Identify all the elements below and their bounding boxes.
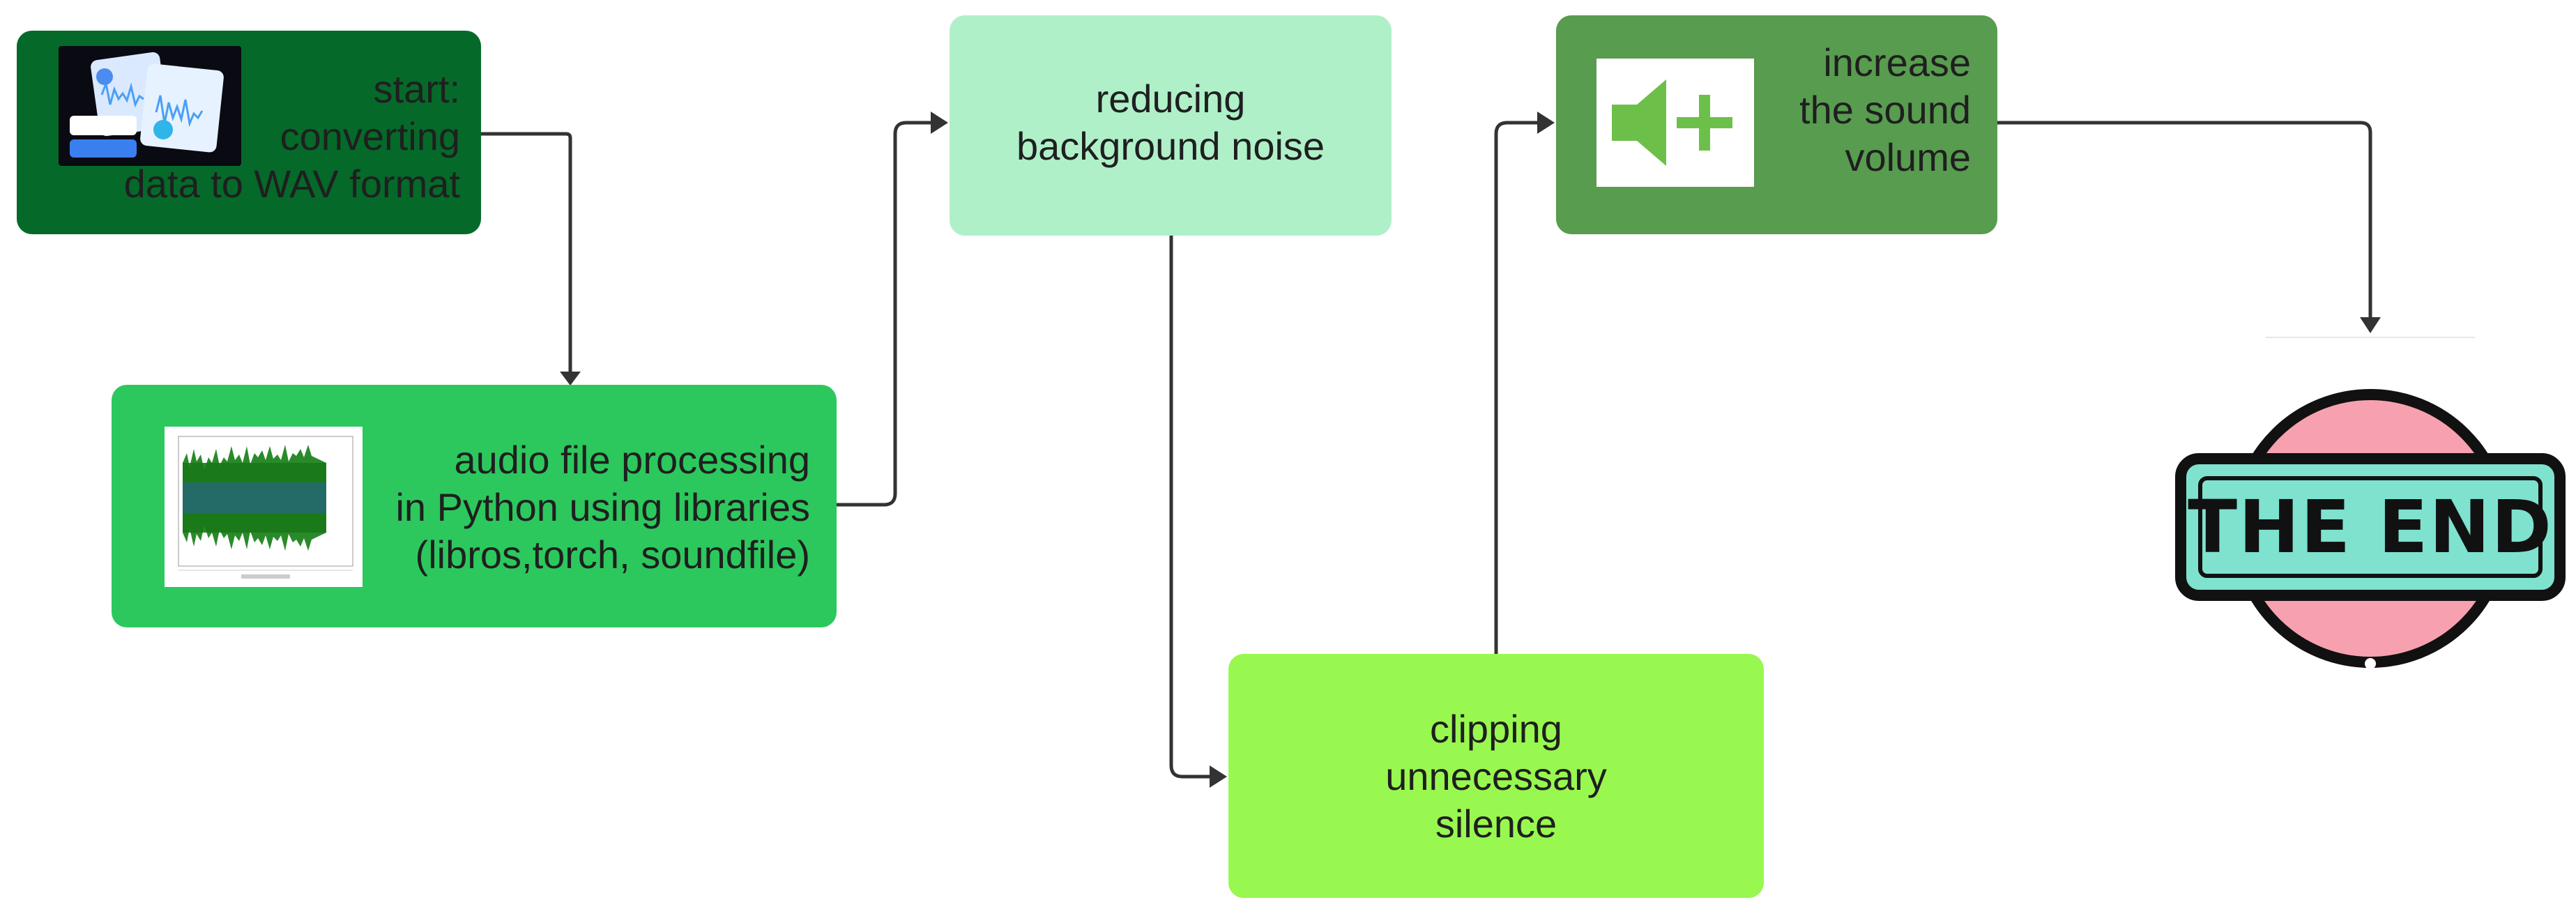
node-noise: reducing background noise bbox=[950, 15, 1392, 236]
arrowhead-end bbox=[2360, 317, 2381, 333]
audio-files-thumbnail bbox=[59, 46, 241, 166]
arrow-volume-to-end bbox=[1997, 121, 2372, 321]
node-volume-line-1: increase bbox=[1823, 40, 1971, 84]
arrow-processing-to-noise bbox=[837, 121, 936, 507]
node-silence-line-3: silence bbox=[1435, 802, 1557, 846]
node-start-line-1: start: bbox=[373, 67, 460, 111]
arrowhead-processing bbox=[560, 372, 581, 386]
speaker-plus-icon bbox=[1596, 59, 1754, 187]
waveform-plot-thumbnail bbox=[165, 427, 363, 587]
node-noise-line-1: reducing bbox=[1095, 77, 1246, 121]
node-processing: audio file processing in Python using li… bbox=[112, 385, 837, 627]
node-noise-label: reducing background noise bbox=[950, 75, 1392, 170]
the-end-badge: THE END bbox=[2175, 382, 2566, 675]
node-volume-label: increase the sound volume bbox=[1799, 39, 1971, 181]
arrow-noise-to-silence bbox=[1169, 236, 1214, 779]
node-noise-line-2: background noise bbox=[1016, 124, 1325, 168]
node-silence-line-2: unnecessary bbox=[1385, 754, 1607, 798]
node-start-line-2: converting bbox=[280, 114, 460, 158]
node-processing-line-1: audio file processing bbox=[454, 438, 810, 482]
arrowhead-silence bbox=[1210, 765, 1227, 788]
node-silence-line-1: clipping bbox=[1430, 707, 1562, 751]
node-processing-label: audio file processing in Python using li… bbox=[395, 436, 810, 579]
node-volume-line-3: volume bbox=[1845, 135, 1971, 179]
node-silence: clipping unnecessary silence bbox=[1228, 654, 1764, 898]
arrow-start-to-processing bbox=[481, 132, 572, 376]
node-volume: increase the sound volume bbox=[1556, 15, 1997, 234]
node-start: start: converting data to WAV format bbox=[17, 31, 481, 234]
arrowhead-volume bbox=[1537, 112, 1555, 134]
node-start-label: start: converting data to WAV format bbox=[124, 66, 460, 208]
arrow-silence-to-volume bbox=[1494, 121, 1542, 654]
arrowhead-noise bbox=[931, 112, 948, 134]
node-start-line-3: data to WAV format bbox=[123, 162, 460, 206]
node-volume-line-2: the sound bbox=[1799, 88, 1971, 132]
node-processing-line-3: (libros,torch, soundfile) bbox=[415, 533, 810, 577]
node-silence-label: clipping unnecessary silence bbox=[1228, 705, 1764, 848]
the-end-text: THE END bbox=[2188, 485, 2553, 570]
node-processing-line-2: in Python using libraries bbox=[395, 485, 810, 529]
